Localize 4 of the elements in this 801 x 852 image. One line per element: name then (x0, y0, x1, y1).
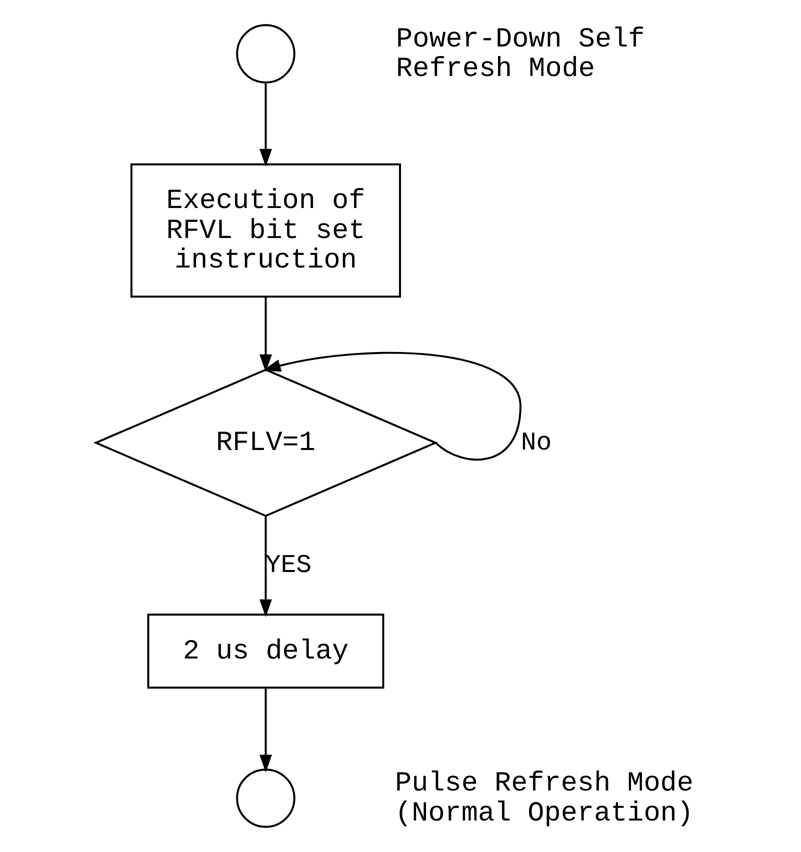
node-label: Power-Down Self Refresh Mode (396, 24, 645, 85)
edge-label: YES (265, 550, 312, 580)
edge-label: No (520, 428, 552, 458)
node-label: Pulse Refresh Mode (Normal Operation) (395, 768, 694, 830)
